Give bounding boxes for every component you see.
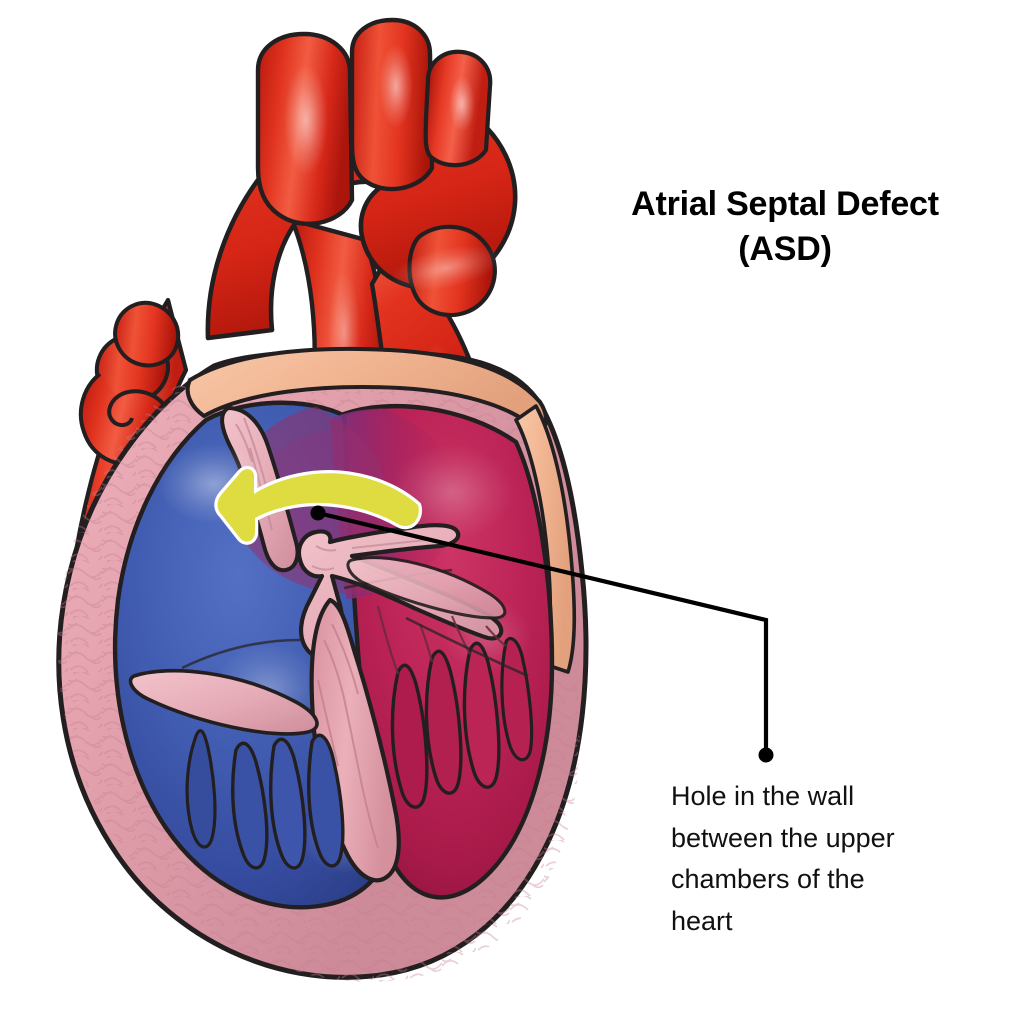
vessel-sheen-1	[284, 64, 328, 176]
caption-line-4: heart	[671, 905, 733, 936]
caption-line-3: chambers of the	[671, 864, 865, 895]
heart-body-group	[56, 346, 589, 982]
leader-start-dot	[310, 505, 326, 521]
left-ventricle-papillary-muscles	[390, 636, 534, 809]
title-line-1: Atrial Septal Defect	[631, 185, 939, 223]
vessel-sheen-3	[449, 76, 475, 132]
annotation-caption: Hole in the wall between the upper chamb…	[671, 776, 961, 942]
diagram-title: Atrial Septal Defect (ASD)	[560, 182, 1010, 272]
valve-leaflet-texture	[311, 539, 429, 595]
caption-line-1: Hole in the wall	[671, 781, 855, 811]
leader-line	[317, 510, 769, 755]
title-line-2: (ASD)	[738, 230, 832, 269]
atrial-recess-right	[346, 556, 507, 620]
caption-line-2: between the upper	[671, 822, 895, 853]
septum-texture	[317, 623, 379, 849]
vessel-sheen-4	[391, 245, 501, 291]
ventricular-recess-left	[128, 668, 319, 736]
shunt-flow-arrow	[214, 465, 423, 545]
right-ventricle-trabeculae	[185, 729, 345, 870]
vessel-sheen-2	[379, 44, 413, 128]
shunt-flow-arrow-shape	[214, 465, 423, 545]
chordae-tendineae	[376, 605, 507, 675]
leader-end-dot	[758, 747, 774, 763]
annotation-leader	[310, 505, 774, 763]
epicardial-band-right	[514, 404, 577, 674]
pulmonary-vein-stub	[113, 300, 181, 368]
